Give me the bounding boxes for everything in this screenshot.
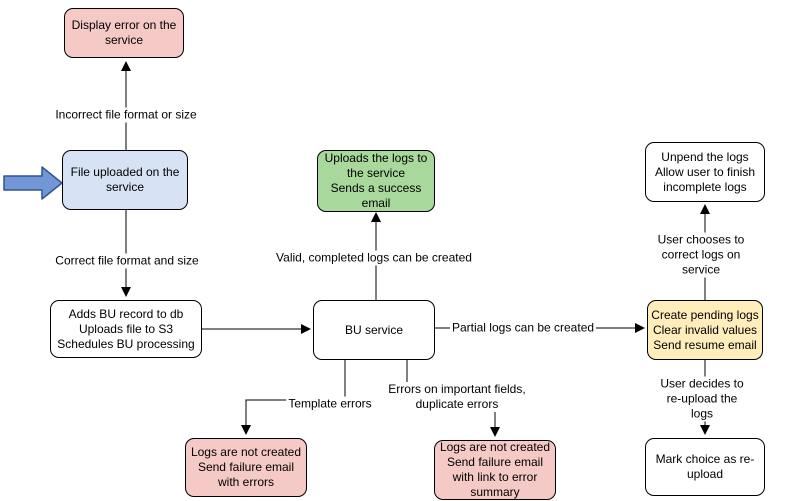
edge-label-template-errors: Template errors	[286, 396, 374, 412]
node-adds-bu-record: Adds BU record to db Uploads file to S3 …	[50, 300, 202, 358]
node-logs-not-created-fields: Logs are not created Send failure email …	[434, 440, 556, 500]
edge-label-user-reuploads: User decides to re-upload the logs	[652, 376, 752, 422]
node-mark-reupload: Mark choice as re- upload	[645, 438, 765, 496]
edge-label-valid-logs: Valid, completed logs can be created	[274, 250, 474, 266]
edge-label-incorrect-format: Incorrect file format or size	[53, 107, 199, 123]
node-uploads-logs-success: Uploads the logs to the service Sends a …	[317, 150, 435, 212]
node-unpend-logs: Unpend the logs Allow user to finish inc…	[645, 142, 765, 202]
node-logs-not-created-template: Logs are not created Send failure email …	[185, 438, 307, 497]
node-bu-service: BU service	[313, 300, 435, 360]
edge-label-correct-format: Correct file format and size	[53, 253, 201, 269]
edge-label-user-corrects: User chooses to correct logs on service	[651, 232, 751, 278]
edge-label-partial-logs: Partial logs can be created	[449, 320, 597, 336]
node-file-uploaded: File uploaded on the service	[62, 150, 188, 210]
input-arrow-icon	[3, 166, 63, 200]
node-display-error: Display error on the service	[64, 8, 184, 58]
edge-label-important-fields: Errors on important fields, duplicate er…	[386, 382, 528, 412]
node-create-pending-logs: Create pending logs Clear invalid values…	[647, 300, 763, 360]
